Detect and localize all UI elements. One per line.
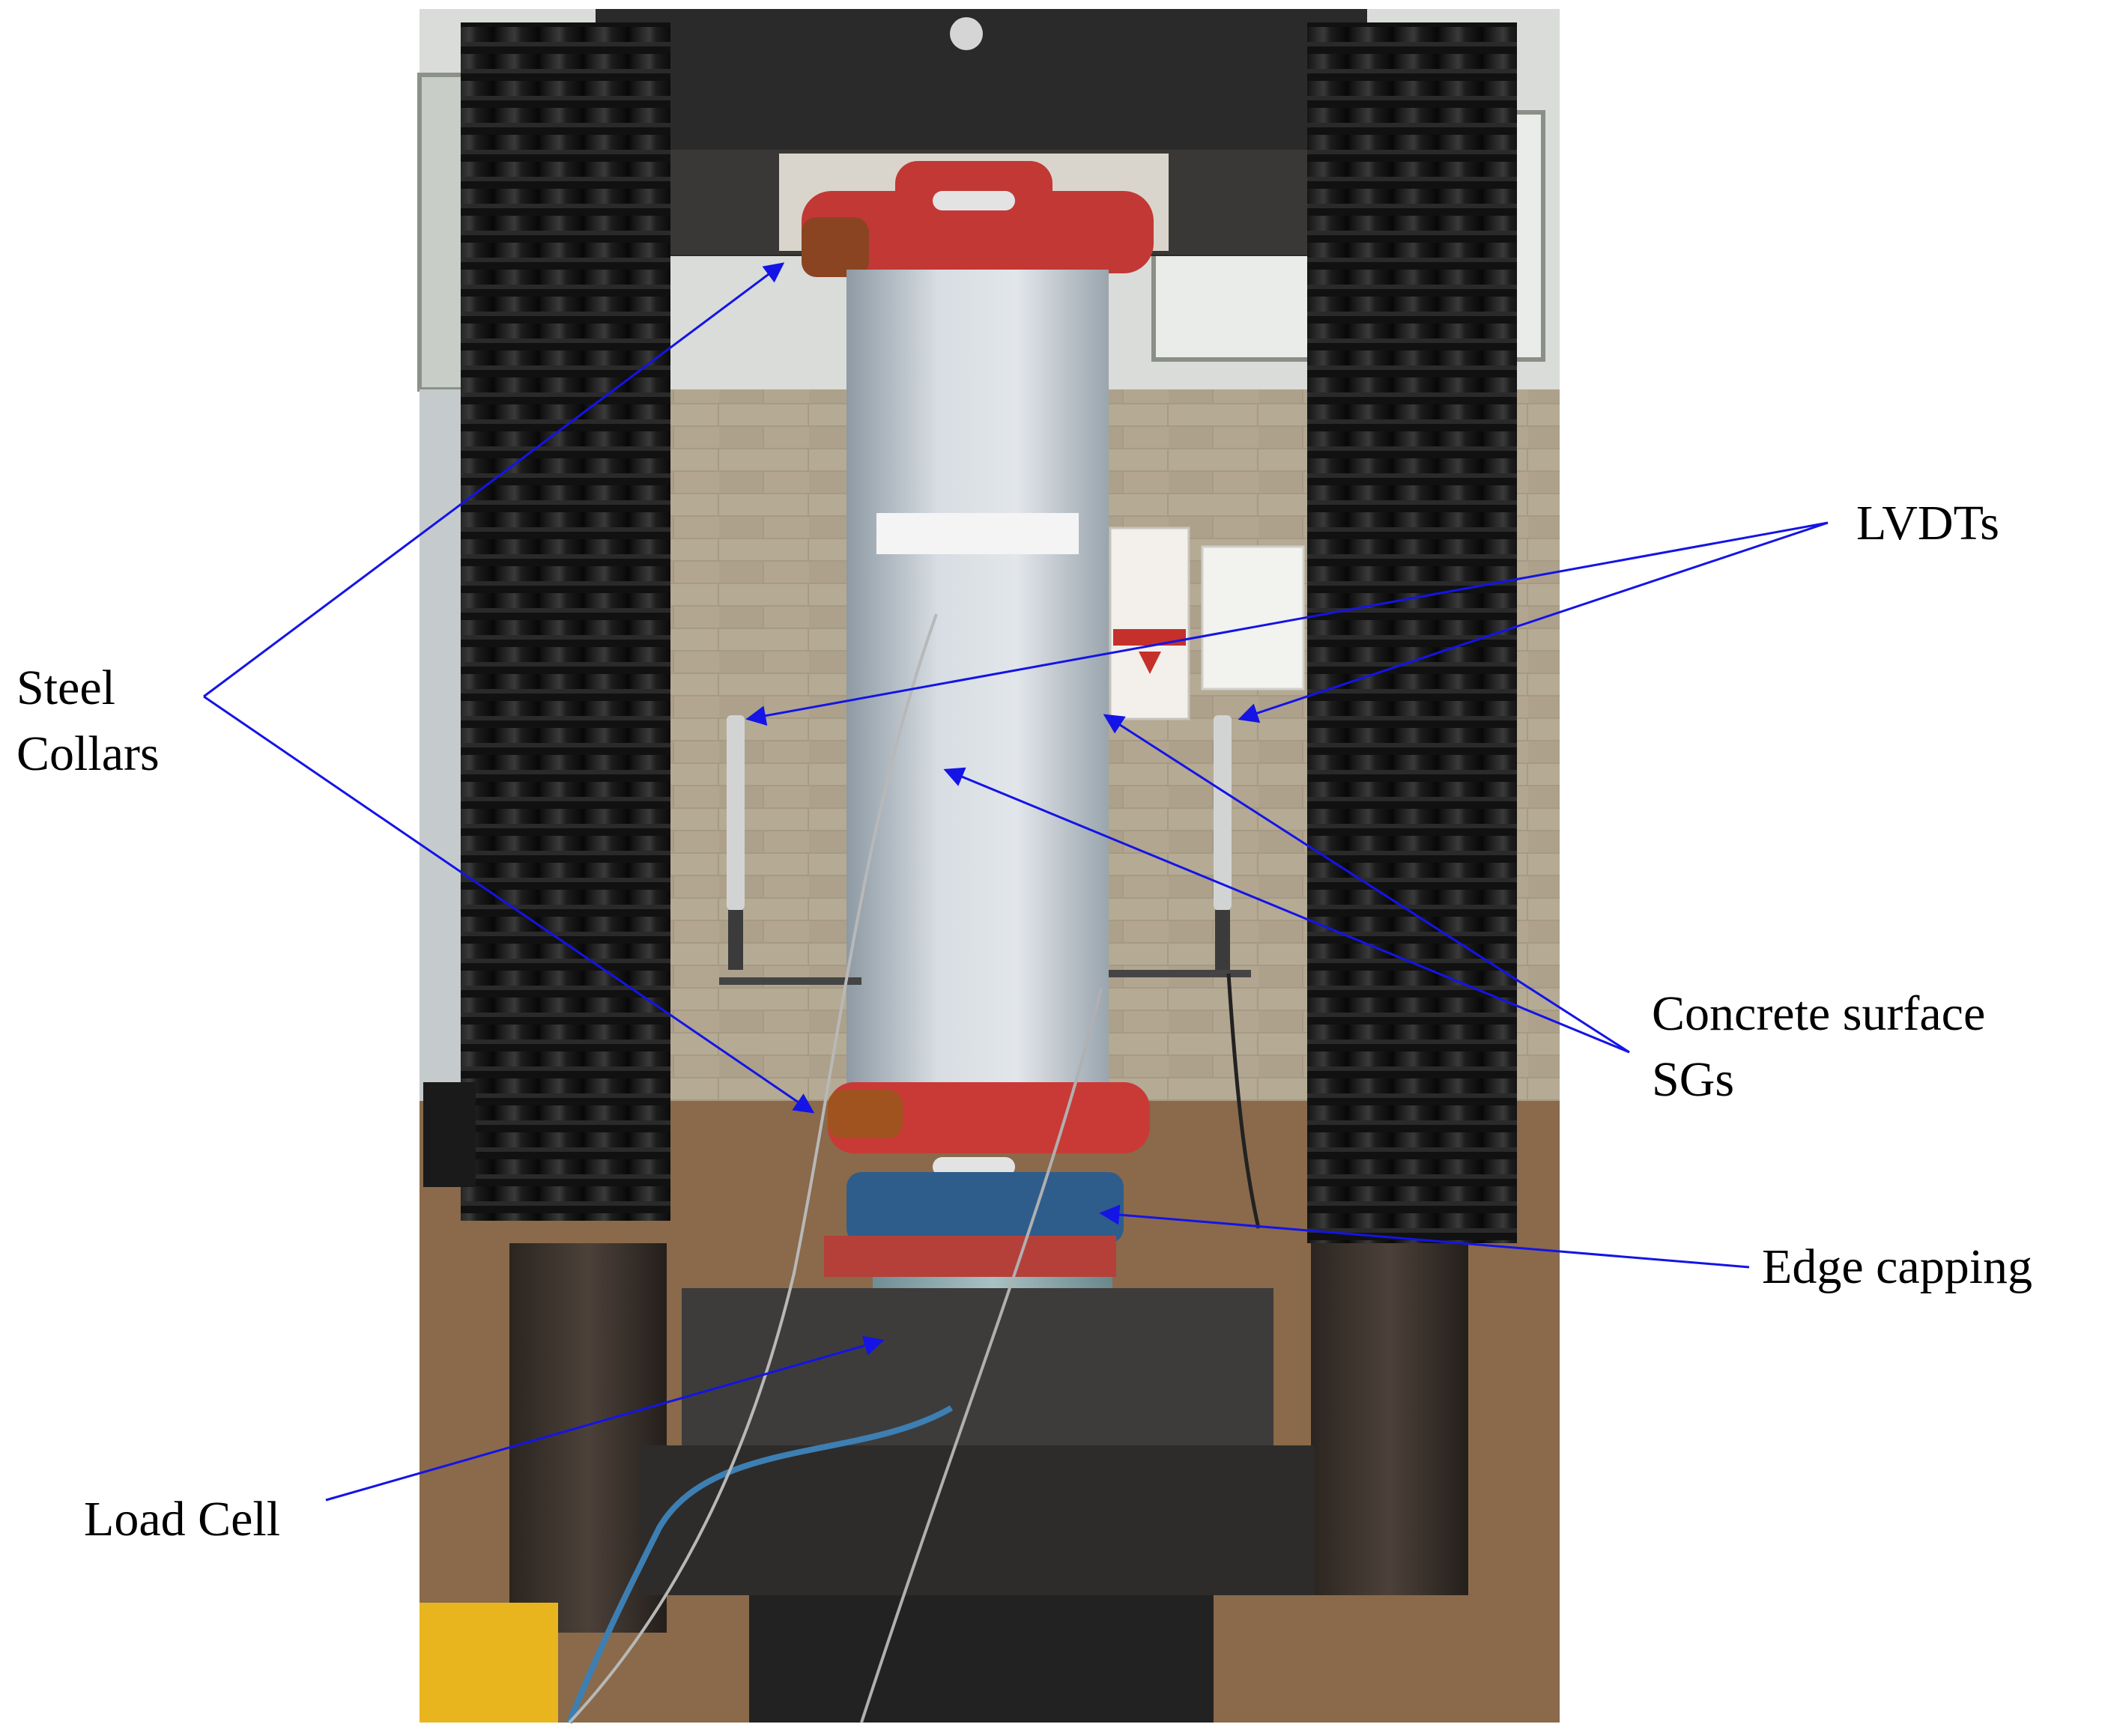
safety-sign	[1109, 526, 1190, 720]
lvdts-label-text: LVDTs	[1856, 496, 1999, 550]
junction-box	[423, 1082, 476, 1187]
right-threaded-rod	[1307, 22, 1517, 1243]
lvdts-arrow-left	[745, 521, 1829, 726]
sensor-wires	[568, 613, 938, 1724]
load-cell-label-text: Load Cell	[84, 1492, 281, 1547]
left-lvdt-arm	[719, 977, 861, 985]
right-lvdt-arm	[1109, 970, 1251, 977]
steel-collars-arrow-top	[203, 262, 785, 698]
crosshead-bolt	[950, 17, 983, 50]
lvdts-arrow-right	[1238, 521, 1829, 723]
concrete-surface-sgs-line2: SGs	[1652, 1052, 1735, 1107]
load-cell-label: Load Cell	[84, 1487, 280, 1553]
press-ram	[749, 1595, 1214, 1723]
base-plate	[682, 1288, 1273, 1460]
edge-capping-label: Edge capping	[1762, 1234, 2032, 1300]
lvdt-cable	[1226, 973, 1261, 1229]
column-tape	[876, 513, 1079, 554]
steel-collars-arrow-bottom	[203, 695, 815, 1114]
right-lvdt	[1214, 715, 1232, 910]
sensor-wires-2	[860, 988, 1103, 1723]
lvdts-label: LVDTs	[1856, 491, 1999, 556]
bottom-collar-coil	[828, 1090, 903, 1138]
yellow-box	[420, 1603, 558, 1723]
safety-sign-warning	[1139, 652, 1161, 674]
safety-sign-strip	[1113, 629, 1186, 646]
edge-capping-ring	[846, 1172, 1124, 1243]
top-collar-coil	[802, 217, 869, 277]
right-lvdt-body	[1215, 910, 1230, 970]
blue-cable	[566, 1405, 954, 1724]
bottom-collar-pin	[933, 1157, 1015, 1177]
steel-collars-label-line2: Collars	[16, 726, 160, 781]
left-lvdt-body	[728, 910, 743, 970]
edge-capping-label-text: Edge capping	[1762, 1239, 2033, 1294]
steel-collars-label-line1: Steel	[16, 661, 115, 715]
edge-capping-arrow	[1099, 1204, 1750, 1269]
edge-capping-plate	[824, 1236, 1116, 1277]
left-threaded-rod	[461, 22, 670, 1221]
notice-paper	[1201, 545, 1305, 691]
left-lvdt	[727, 715, 745, 910]
top-collar-pin	[933, 191, 1015, 210]
concrete-surface-sgs-label: Concrete surface SGs	[1652, 981, 1985, 1113]
concrete-surface-sgs-line1: Concrete surface	[1652, 986, 1986, 1041]
right-rod-sleeve	[1311, 1243, 1468, 1595]
load-cell-arrow	[325, 1335, 885, 1502]
concrete-column	[846, 270, 1109, 1108]
steel-collars-label: Steel Collars	[16, 655, 160, 787]
platen	[640, 1445, 1315, 1595]
sgs-arrow-upper	[1103, 714, 1630, 1054]
sgs-arrow-lower	[943, 767, 1630, 1054]
